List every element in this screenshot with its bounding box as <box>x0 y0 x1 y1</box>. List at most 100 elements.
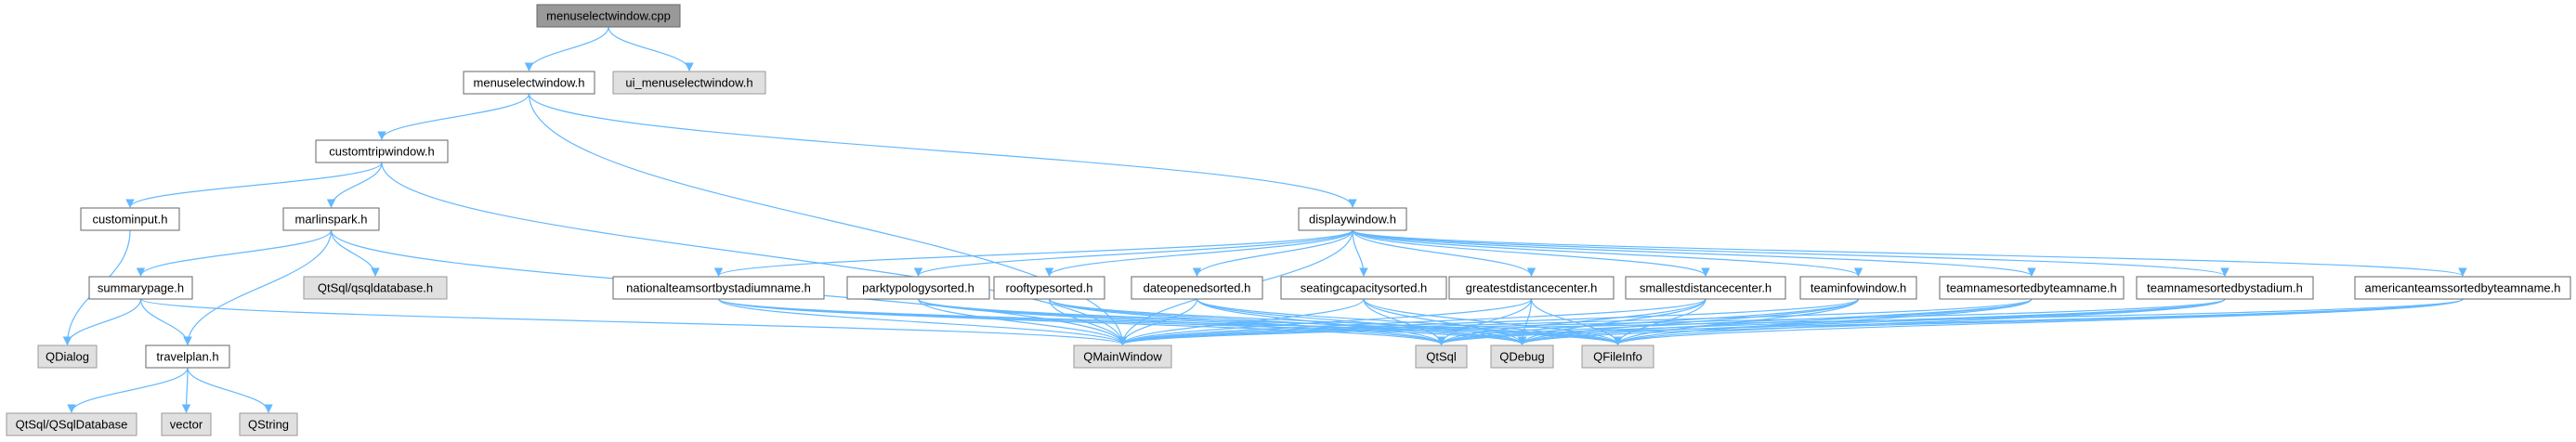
node-box <box>1298 207 1407 231</box>
edge-displaywindow-h-to-nationalteamsortbystadiumname-h <box>713 229 1353 277</box>
node-box <box>463 71 595 95</box>
node-label: teaminfowindow.h <box>1811 281 1906 295</box>
edge-displaywindow-h-to-teaminfowindow-h <box>1352 229 1863 277</box>
edge-seatingcapacitysorted-h-to-qmainwindow <box>1118 298 1365 345</box>
node-box <box>1799 276 1917 300</box>
node-box <box>1131 276 1263 300</box>
edge-customtripwindow-h-to-marlinspark-h <box>326 162 383 208</box>
node-label: nationalteamsortbystadiumname.h <box>626 281 811 295</box>
node-box <box>1625 276 1786 300</box>
edge-menuselectwindow-h-to-displaywindow-h <box>528 93 1357 208</box>
edge-menuselectwindow-h-to-customtripwindow-h <box>377 93 530 140</box>
node-greatestdistancecenter-h[interactable]: greatestdistancecenter.h <box>1448 276 1615 300</box>
edge-customtripwindow-h-to-qmainwindow <box>381 162 1128 345</box>
node-qfileinfo: QFileInfo <box>1581 344 1654 369</box>
edge-marlinspark-h-to-qtsql-qsqldatabase-h <box>330 229 380 277</box>
node-qtsql-qsqldatabase: QtSql/QSqlDatabase <box>6 412 137 436</box>
node-label: menuselectwindow.cpp <box>546 9 671 23</box>
node-label: QFileInfo <box>1593 350 1642 364</box>
node-box <box>37 344 98 369</box>
node-box <box>1280 276 1447 300</box>
edge-teamnamesortedbystadium-h-to-qdebug <box>1518 298 2226 345</box>
edge-displaywindow-h-to-parktypologysorted-h <box>913 229 1353 277</box>
edge-americanteamssortedbyteamname-h-to-qmainwindow <box>1118 298 2464 345</box>
edge-summarypage-h-to-travelplan-h <box>139 298 192 345</box>
node-travelplan-h[interactable]: travelplan.h <box>145 344 230 369</box>
node-americanteamssortedbyteamname-h[interactable]: americanteamssortedbyteamname.h <box>2354 276 2571 300</box>
node-box <box>993 276 1105 300</box>
edge-displaywindow-h-to-seatingcapacitysorted-h <box>1352 229 1368 277</box>
node-box <box>88 276 193 300</box>
edge-teamnamesortedbyteamname-h-to-qtsql <box>1436 298 2033 345</box>
edge-parktypologysorted-h-to-qmainwindow <box>917 298 1128 345</box>
edge-teamnamesortedbyteamname-h-to-qmainwindow <box>1118 298 2033 345</box>
node-box <box>536 4 681 28</box>
node-label: QMainWindow <box>1083 350 1162 364</box>
node-qtsql: QtSql <box>1415 344 1468 369</box>
node-layer: menuselectwindow.cpp menuselectwindow.h ui… <box>6 4 2571 436</box>
node-seatingcapacitysorted-h[interactable]: seatingcapacitysorted.h <box>1280 276 1447 300</box>
node-label: americanteamssortedbyteamname.h <box>2365 281 2561 295</box>
node-box <box>145 344 230 369</box>
node-label: dateopenedsorted.h <box>1144 281 1251 295</box>
edge-travelplan-h-to-qstring <box>187 367 273 413</box>
node-smallestdistancecenter-h[interactable]: smallestdistancecenter.h <box>1625 276 1786 300</box>
edge-displaywindow-h-to-teamnamesortedbyteamname-h <box>1352 229 2036 277</box>
node-label: marlinspark.h <box>294 213 367 227</box>
node-box <box>1490 344 1554 369</box>
edge-dateopenedsorted-h-to-qdebug <box>1196 298 1527 345</box>
node-label: QDebug <box>1499 350 1544 364</box>
node-displaywindow-h[interactable]: displaywindow.h <box>1298 207 1407 231</box>
node-menuselectwindow-cpp: menuselectwindow.cpp <box>536 4 681 28</box>
node-custominput-h[interactable]: custominput.h <box>80 207 180 231</box>
edge-menuselectwindow-cpp-to-ui-menuselectwindow-h <box>608 26 694 72</box>
node-box <box>612 71 766 95</box>
node-dateopenedsorted-h[interactable]: dateopenedsorted.h <box>1131 276 1263 300</box>
node-box <box>239 412 298 436</box>
node-box <box>161 412 212 436</box>
edge-marlinspark-h-to-travelplan-h <box>183 229 333 345</box>
node-qtsql-qsqldatabase-h: QtSql/qsqldatabase.h <box>303 276 448 300</box>
node-label: travelplan.h <box>156 350 218 364</box>
node-teamnamesortedbystadium-h[interactable]: teamnamesortedbystadium.h <box>2136 276 2314 300</box>
node-label: displaywindow.h <box>1309 213 1396 227</box>
edge-displaywindow-h-to-teamnamesortedbystadium-h <box>1352 229 2229 277</box>
node-label: teamnamesortedbyteamname.h <box>1946 281 2117 295</box>
node-qstring: QString <box>239 412 298 436</box>
edge-displaywindow-h-to-rooftypesorted-h <box>1044 229 1353 277</box>
node-label: QDialog <box>46 350 89 364</box>
node-box <box>846 276 990 300</box>
node-box <box>6 412 137 436</box>
node-summarypage-h[interactable]: summarypage.h <box>88 276 193 300</box>
edge-menuselectwindow-h-to-qmainwindow <box>528 93 1128 345</box>
node-label: QtSql/QSqlDatabase <box>16 418 128 432</box>
node-teamnamesortedbyteamname-h[interactable]: teamnamesortedbyteamname.h <box>1939 276 2125 300</box>
node-box <box>1448 276 1615 300</box>
edge-displaywindow-h-to-greatestdistancecenter-h <box>1352 229 1536 277</box>
node-label: summarypage.h <box>98 281 184 295</box>
edge-americanteamssortedbyteamname-h-to-qfileinfo <box>1614 298 2464 345</box>
node-nationalteamsortbystadiumname-h[interactable]: nationalteamsortbystadiumname.h <box>612 276 825 300</box>
node-box <box>1939 276 2125 300</box>
node-qdialog: QDialog <box>37 344 98 369</box>
node-teaminfowindow-h[interactable]: teaminfowindow.h <box>1799 276 1917 300</box>
node-rooftypesorted-h[interactable]: rooftypesorted.h <box>993 276 1105 300</box>
node-menuselectwindow-h[interactable]: menuselectwindow.h <box>463 71 595 95</box>
edge-smallestdistancecenter-h-to-qmainwindow <box>1118 298 1706 345</box>
edge-displaywindow-h-to-dateopenedsorted-h <box>1192 229 1353 277</box>
node-box <box>303 276 448 300</box>
node-label: QtSql/qsqldatabase.h <box>318 281 433 295</box>
node-box <box>315 139 449 163</box>
node-box <box>612 276 825 300</box>
node-marlinspark-h[interactable]: marlinspark.h <box>282 207 380 231</box>
node-label: teamnamesortedbystadium.h <box>2147 281 2303 295</box>
node-box <box>80 207 180 231</box>
node-customtripwindow-h[interactable]: customtripwindow.h <box>315 139 449 163</box>
node-parktypologysorted-h[interactable]: parktypologysorted.h <box>846 276 990 300</box>
edge-menuselectwindow-cpp-to-menuselectwindow-h <box>524 26 609 72</box>
node-ui-menuselectwindow-h: ui_menuselectwindow.h <box>612 71 766 95</box>
node-box <box>282 207 380 231</box>
edge-teamnamesortedbystadium-h-to-qmainwindow <box>1118 298 2226 345</box>
edge-travelplan-h-to-vector <box>181 367 191 413</box>
node-label: QtSql <box>1426 350 1457 364</box>
